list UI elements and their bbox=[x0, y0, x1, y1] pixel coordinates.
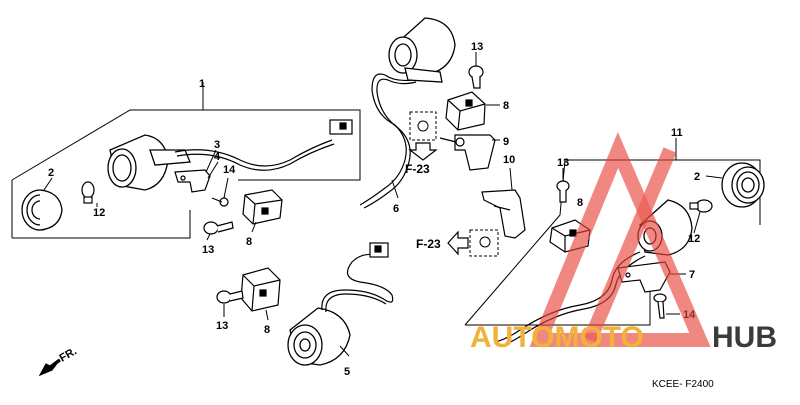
leader-2-right bbox=[705, 175, 723, 179]
lens-right-shape bbox=[721, 162, 765, 208]
label-part-4: 4 bbox=[214, 151, 221, 163]
label-part-12-right: 12 bbox=[688, 233, 700, 245]
watermark-text-dark: HUB bbox=[712, 321, 777, 354]
screw-13-left-mid bbox=[203, 221, 234, 235]
bulb-right-shape bbox=[689, 199, 713, 213]
signal-housing-5 bbox=[287, 307, 351, 366]
detail-box-left bbox=[469, 229, 499, 257]
lens-left-shape bbox=[21, 189, 63, 231]
label-part-10: 10 bbox=[503, 154, 515, 166]
label-part-9: 9 bbox=[503, 136, 509, 148]
screw-13-right bbox=[556, 180, 570, 203]
ref-f23-left: F-23 bbox=[416, 237, 441, 251]
leader-2-left bbox=[43, 177, 53, 191]
grommet-8-left-shape bbox=[242, 189, 283, 225]
label-part-13-lower: 13 bbox=[216, 320, 228, 332]
label-part-12-left: 12 bbox=[93, 207, 105, 219]
label-part-13-right: 13 bbox=[557, 157, 569, 169]
detail-box-top bbox=[409, 111, 437, 141]
bracket-10-shape bbox=[481, 189, 526, 239]
wire-6 bbox=[359, 73, 417, 209]
f23-arrow-top bbox=[408, 142, 438, 161]
ref-f23-top: F-23 bbox=[405, 162, 430, 176]
leader-6 bbox=[391, 179, 399, 199]
watermark-text-orange: AUTOMOTO bbox=[470, 321, 644, 354]
label-part-8-left: 8 bbox=[246, 236, 252, 248]
bulb-left-shape bbox=[81, 181, 95, 204]
screw-13-lower bbox=[216, 290, 244, 304]
label-part-3: 3 bbox=[214, 139, 220, 151]
left-bracket-frame bbox=[11, 82, 361, 239]
figure-code: KCEE- F2400 bbox=[652, 379, 714, 390]
label-part-2-left: 2 bbox=[48, 167, 54, 179]
label-part-8-top: 8 bbox=[503, 100, 509, 112]
screw-13-top bbox=[468, 65, 484, 89]
leader-8-lower bbox=[265, 309, 269, 321]
label-part-5: 5 bbox=[344, 366, 350, 378]
leader-10 bbox=[509, 167, 513, 191]
signal-housing-6 bbox=[388, 17, 456, 83]
label-part-13-top: 13 bbox=[471, 41, 483, 53]
wire-5 bbox=[321, 242, 394, 313]
watermark-logo bbox=[529, 131, 711, 347]
front-arrow-label: FR. bbox=[58, 345, 79, 364]
bolt-14-right bbox=[653, 293, 667, 319]
front-arrow-shape bbox=[38, 358, 61, 377]
leader-12-right bbox=[693, 211, 701, 234]
bracket-left bbox=[174, 169, 211, 193]
bolt-14-left bbox=[211, 197, 229, 207]
label-part-8-lower: 8 bbox=[264, 324, 270, 336]
label-part-1: 1 bbox=[199, 78, 205, 90]
watermark-triangle bbox=[529, 131, 711, 347]
label-part-13-left: 13 bbox=[202, 244, 214, 256]
label-part-7: 7 bbox=[689, 269, 695, 281]
grommet-8-top-shape bbox=[445, 91, 486, 131]
label-part-2-right: 2 bbox=[694, 171, 700, 183]
label-part-11: 11 bbox=[671, 127, 683, 139]
label-part-14-left: 14 bbox=[223, 164, 236, 176]
signal-housing-left bbox=[107, 134, 191, 191]
label-part-8-right: 8 bbox=[577, 197, 583, 209]
label-part-6: 6 bbox=[393, 203, 399, 215]
wire-left bbox=[174, 119, 353, 171]
grommet-8-lower-shape bbox=[240, 267, 281, 312]
leaders-left bbox=[96, 149, 257, 241]
bracket-9-shape bbox=[439, 134, 496, 171]
f23-arrow-left bbox=[447, 230, 469, 256]
leader-5 bbox=[339, 345, 350, 357]
